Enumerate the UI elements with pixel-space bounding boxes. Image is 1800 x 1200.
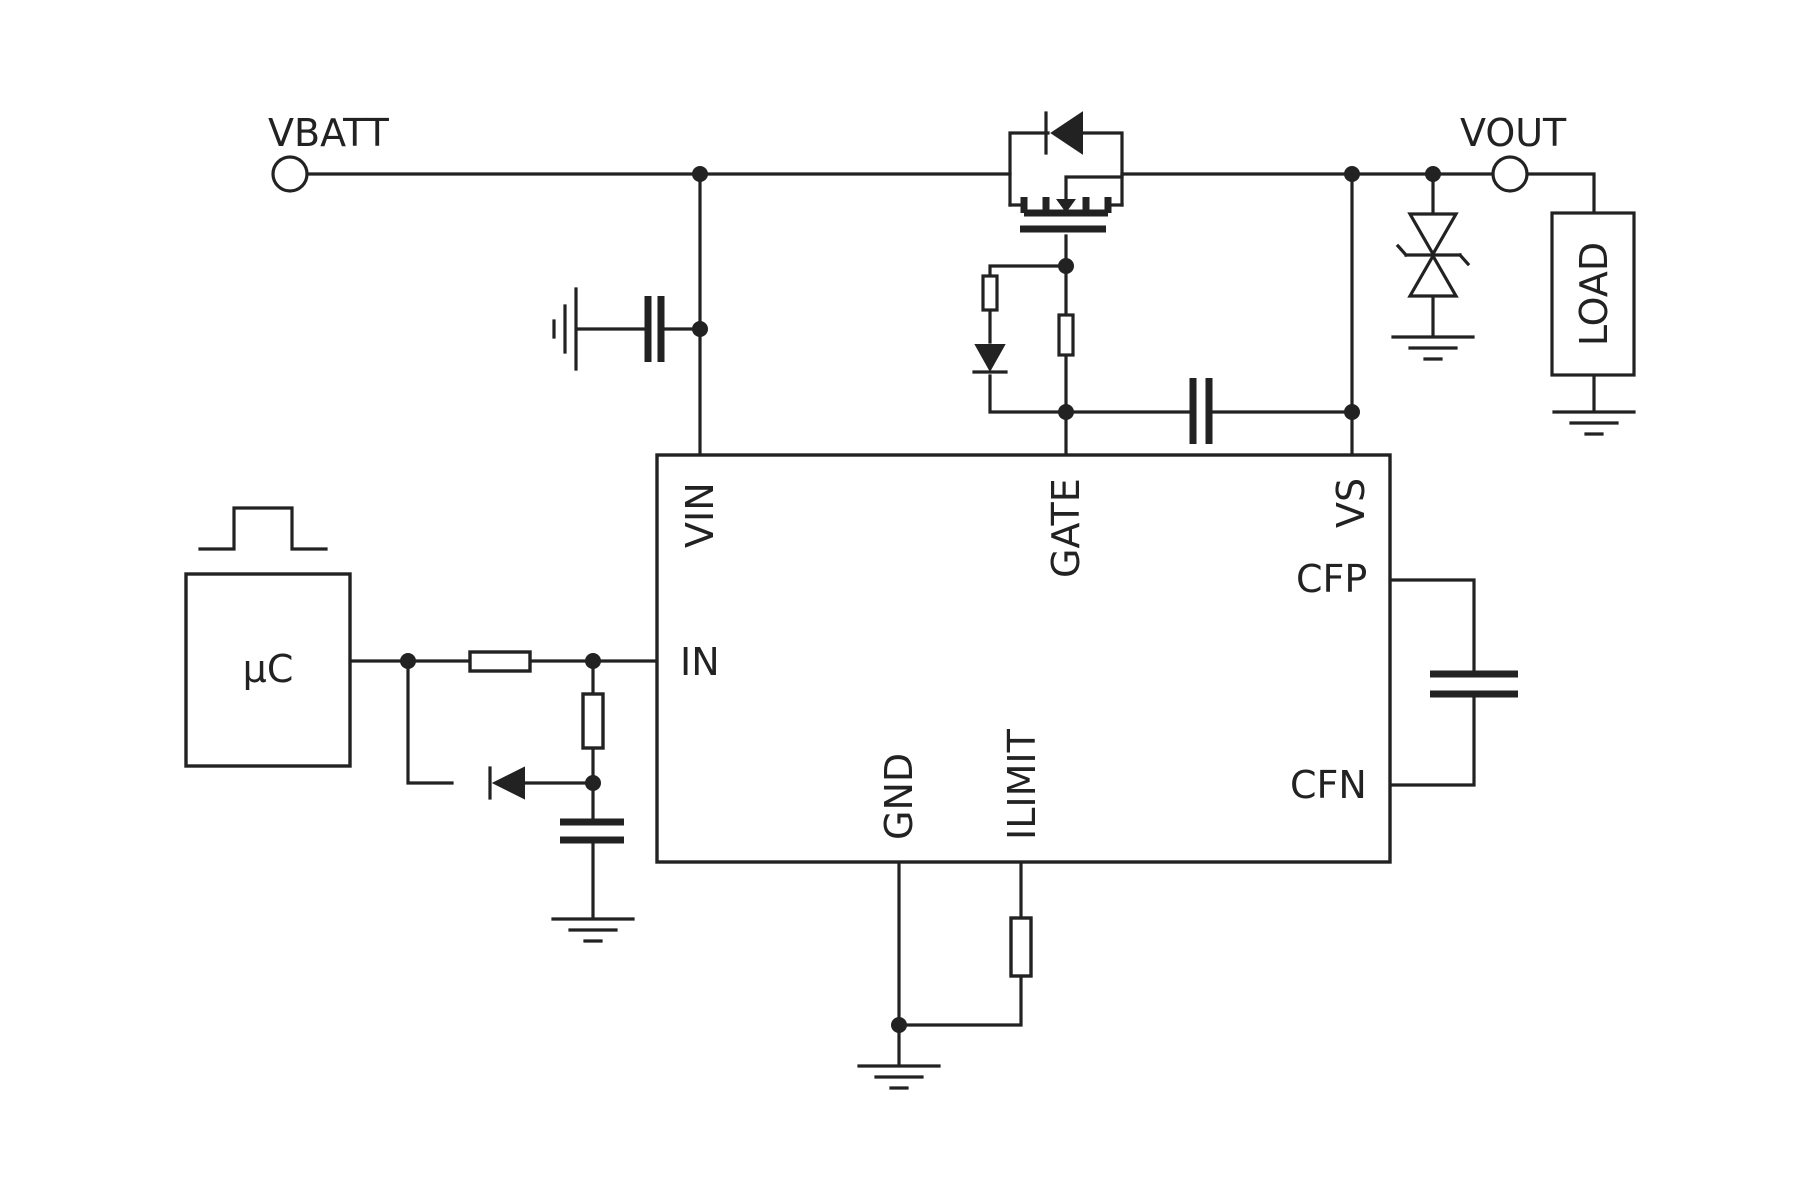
ic-body [655,453,1392,864]
microcontroller-box [184,572,352,768]
wire-vbatt-rail [305,172,1012,207]
in-bypass-diode [488,766,525,800]
load-label: LOAD [1572,242,1616,346]
gate-clamp-diode [972,344,1008,374]
gate-resistor-right [1057,313,1075,357]
vbatt-terminal [271,155,309,193]
pin-label-ilimit: ILIMIT [1000,728,1044,840]
in-series-resistor [468,650,532,673]
mosfet-arrow [1056,199,1076,213]
mosfet-symbol [1020,197,1112,233]
wire-diode-loop [406,659,595,785]
ground-symbol-load [1552,410,1636,436]
gate-capacitor [1189,378,1213,444]
pin-label-gate: GATE [1044,478,1088,578]
pin-label-vin: VIN [678,482,722,548]
pin-label-cfn: CFN [1290,763,1367,807]
vin-capacitor [644,296,665,362]
wire-cfp-cfn [1388,578,1476,787]
wire-mosfet-body [1064,175,1124,215]
wire-ilimit [897,860,1023,1027]
body-diode-triangle [1050,111,1083,155]
charge-pump-capacitor [1430,670,1518,698]
body-diode-symbol [1044,111,1083,155]
ground-symbol-in-rc [551,917,635,943]
pin-label-cfp: CFP [1296,557,1367,601]
wire-vout-load [1526,172,1596,215]
tvs-bar [1395,243,1471,267]
wire-body-diode-bypass [1008,131,1124,176]
vout-label: VOUT [1460,111,1567,155]
junction-dots [400,166,1441,1033]
gate-resistor-left [981,274,999,312]
vout-terminal [1491,155,1529,193]
mosfet-channel [1020,197,1112,213]
in-shunt-resistor [581,692,605,750]
wire-gate-diode-branch [988,264,1068,414]
vbatt-label: VBATT [268,111,390,155]
ground-symbol-vin-cap [552,287,578,371]
ground-symbol-tvs [1391,335,1475,361]
ground-symbol-gnd [857,1064,941,1090]
microcontroller-label: µC [243,647,294,691]
tvs-triangle-up [1407,252,1459,298]
in-filter-capacitor [560,818,624,844]
pin-label-vs: VS [1329,478,1373,528]
pin-label-in: IN [680,640,720,684]
tvs-triangle-down [1407,212,1459,258]
load-box [1550,211,1636,377]
pulse-waveform [198,506,328,551]
ilimit-resistor [1009,916,1033,978]
tvs-diode-symbol [1395,212,1471,298]
pin-label-gnd: GND [877,753,921,840]
